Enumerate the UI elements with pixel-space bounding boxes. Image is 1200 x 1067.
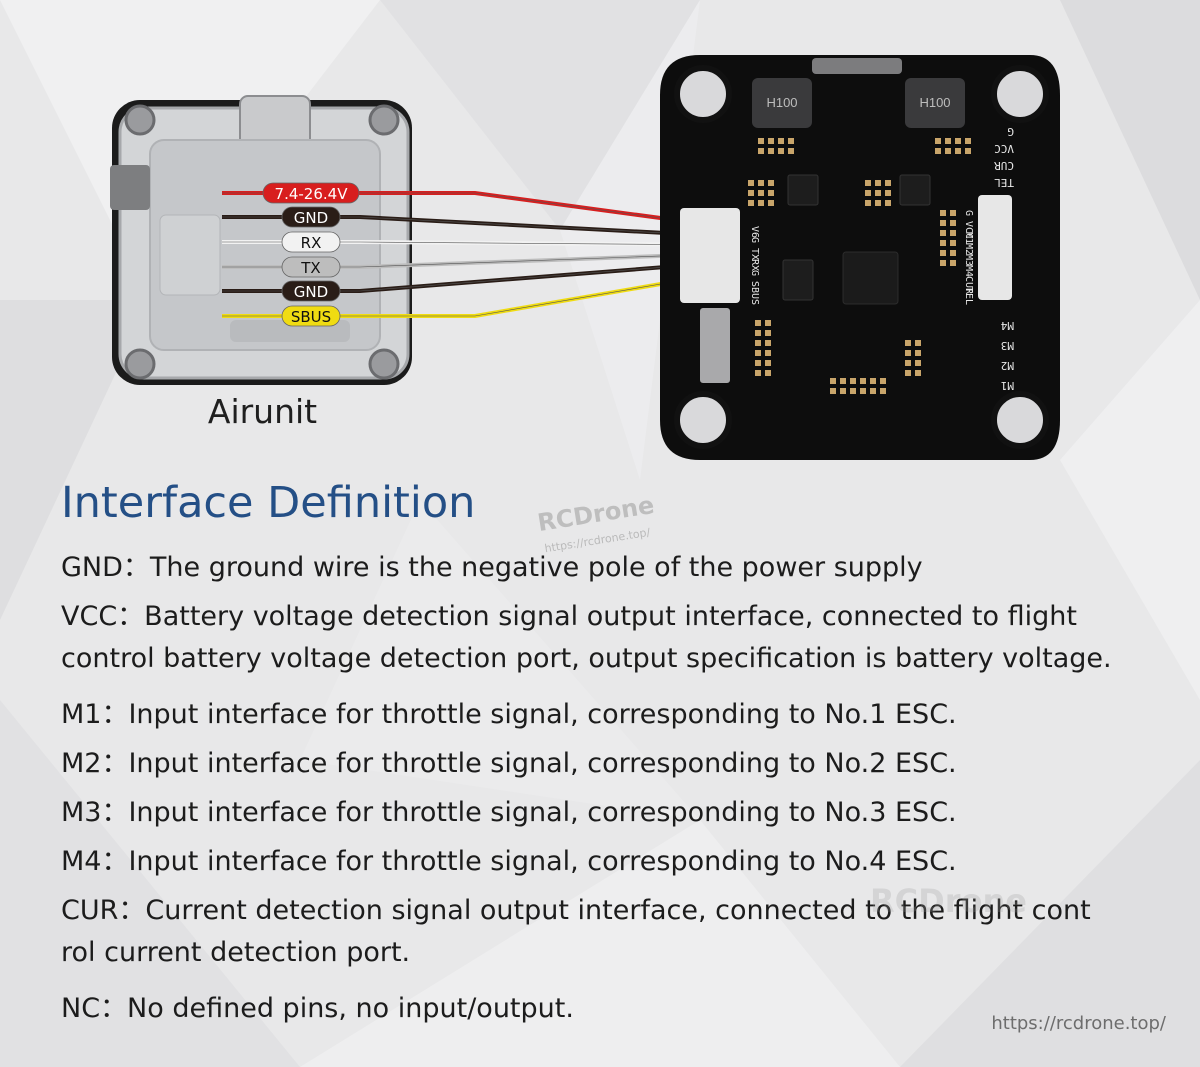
pad-label: G — [1007, 125, 1014, 138]
pad-label: VCC — [994, 142, 1014, 155]
definition-line: M2：Input interface for throttle signal, … — [61, 748, 957, 779]
inductor — [905, 78, 965, 128]
pad-label: M4 — [963, 265, 974, 277]
pad-label: TEL — [994, 176, 1014, 189]
pad-label: VCC — [963, 221, 974, 239]
capacitor — [700, 308, 730, 383]
mount-hole — [991, 65, 1049, 123]
pad-label: V6 — [749, 226, 760, 238]
wire-label: TX — [300, 259, 320, 277]
mount-hole — [991, 391, 1049, 449]
pad-label: M1 — [963, 232, 974, 244]
watermark-logo-large: RCDrone — [870, 882, 1027, 920]
wire-label: GND — [294, 283, 328, 301]
pad-label: CUR — [963, 276, 974, 295]
wire-label: GND — [294, 209, 328, 227]
pad-label: RX — [749, 259, 760, 271]
mcu-chip — [842, 251, 899, 305]
wire-label: RX — [301, 234, 322, 252]
wire-label-pill — [262, 182, 360, 204]
wire-label: SBUS — [291, 308, 331, 326]
wire-label-pill — [281, 305, 341, 327]
mount-hole — [674, 65, 732, 123]
mount-hole — [674, 391, 732, 449]
wire-label-pill — [281, 280, 341, 302]
wire-group: 7.4-26.4V GND RX TX GND SBUS — [222, 182, 743, 327]
inductor-label: H100 — [766, 95, 797, 110]
definition-line: M3：Input interface for throttle signal, … — [61, 797, 957, 828]
screw-hole — [368, 104, 400, 136]
definition-line: CUR：Current detection signal output inte… — [61, 895, 1091, 926]
airunit-caption: Airunit — [207, 392, 318, 431]
pad-label: M3 — [1001, 339, 1014, 352]
antenna-connector — [110, 165, 150, 210]
definition-line: NC：No defined pins, no input/output. — [61, 993, 574, 1024]
inductor — [752, 78, 812, 128]
wire-label-pill — [281, 256, 341, 278]
footer-url: https://rcdrone.top/ — [991, 1013, 1166, 1034]
inductor-label: H100 — [919, 95, 950, 110]
pad-label: TX — [749, 248, 760, 260]
wire-label-pill — [281, 206, 341, 228]
definition-line: GND：The ground wire is the negative pole… — [61, 552, 923, 583]
screw-hole — [124, 348, 156, 380]
wire-label-pill — [281, 231, 341, 253]
right-connector — [978, 195, 1012, 300]
pad-label: SBUS — [749, 281, 760, 305]
board-usb-port — [812, 58, 902, 74]
pad-label: G — [749, 237, 760, 243]
left-connector — [680, 208, 740, 303]
pad-label: M3 — [963, 254, 974, 266]
pad-label: M2 — [963, 243, 974, 255]
pad-label: G — [963, 210, 974, 216]
pad-label: M4 — [1000, 319, 1014, 332]
definition-line: M4：Input interface for throttle signal, … — [61, 846, 957, 877]
pad-label: G — [749, 270, 760, 276]
definition-line: control battery voltage detection port, … — [61, 643, 1112, 674]
definition-line: VCC：Battery voltage detection signal out… — [61, 601, 1077, 632]
pad-label: M2 — [1001, 359, 1014, 372]
screw-hole — [368, 348, 400, 380]
screw-hole — [124, 104, 156, 136]
pad-label: CUR — [994, 159, 1014, 172]
pad-label: TEL — [963, 287, 974, 305]
wire-label: 7.4-26.4V — [275, 185, 349, 203]
definition-line: M1：Input interface for throttle signal, … — [61, 699, 957, 730]
definition-line: rol current detection port. — [61, 937, 411, 968]
pad-label: M1 — [1001, 379, 1014, 392]
section-title: Interface Definition — [61, 478, 476, 528]
